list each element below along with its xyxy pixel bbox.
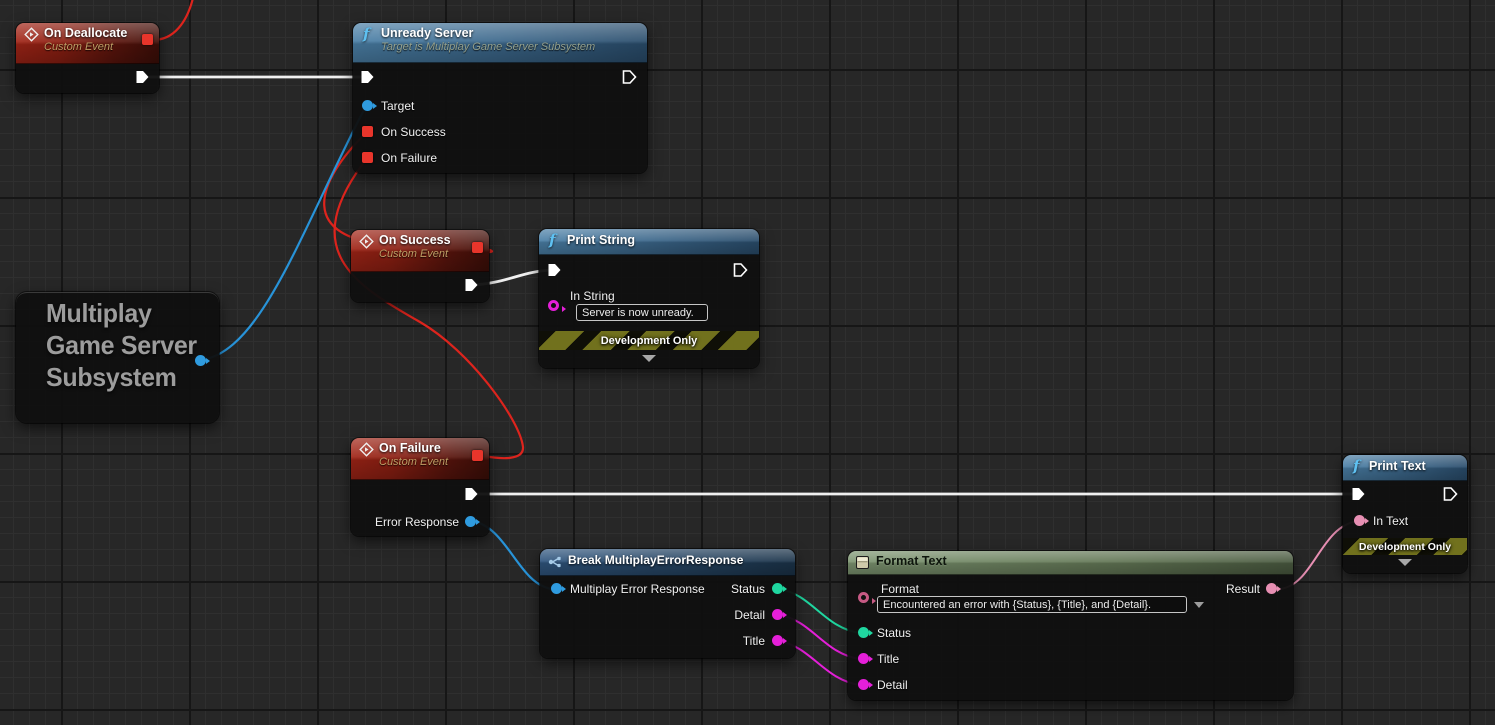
on-success-pin-label: On Success [381,125,446,139]
title-out-pin[interactable] [772,635,787,646]
in-string-pin[interactable] [548,300,566,312]
node-title: On Deallocate [44,26,128,40]
detail-out-label: Detail [734,608,765,622]
on-failure-delegate-pin[interactable] [362,152,373,163]
node-header: f Print String [539,229,759,255]
in-string-pin-label: In String [570,289,615,303]
node-break-multiplay-error-response[interactable]: Break MultiplayErrorResponse Multiplay E… [540,549,795,658]
delegate-pin[interactable] [472,450,483,461]
development-only-banner: Development Only [1343,538,1467,555]
node-title: Print Text [1369,459,1426,473]
on-failure-pin-label: On Failure [381,151,438,165]
node-title: Print String [567,233,636,247]
exec-out-pin[interactable] [464,278,479,292]
title-out-label: Title [742,634,765,648]
format-text-icon [856,556,869,574]
node-print-string[interactable]: f Print String In String Development Onl… [539,229,759,368]
node-on-deallocate[interactable]: On Deallocate Custom Event [16,23,159,93]
status-out-label: Status [730,582,765,596]
development-only-label: Development Only [600,334,698,347]
title-in-label: Title [877,652,900,666]
format-dropdown-caret-icon[interactable] [1194,602,1204,608]
development-only-banner: Development Only [539,331,759,350]
node-header: On Deallocate Custom Event [16,23,159,64]
node-subtitle: Custom Event [379,248,449,260]
node-title: On Success [379,233,451,247]
delegate-pin[interactable] [142,34,153,45]
exec-in-pin[interactable] [1351,487,1366,501]
exec-in-pin[interactable] [547,263,562,277]
exec-out-pin[interactable] [135,70,150,84]
custom-event-icon [359,442,374,462]
node-multiplay-game-server-subsystem[interactable]: Multiplay Game Server Subsystem [16,292,219,423]
node-subtitle: Custom Event [379,456,449,468]
node-title: On Failure [379,441,441,455]
target-pin-label: Target [381,99,415,113]
error-response-pin[interactable] [465,516,480,527]
node-header: Format Text [848,551,1293,575]
function-icon: f [363,25,370,43]
expand-node-arrow-icon[interactable] [642,355,656,362]
exec-out-pin[interactable] [464,487,479,501]
target-pin[interactable] [362,100,377,111]
node-title: Format Text [876,554,947,568]
node-title: Break MultiplayErrorResponse [568,553,744,567]
in-string-value-field[interactable] [576,304,708,321]
expand-node-arrow-icon[interactable] [1398,559,1412,566]
node-on-failure[interactable]: On Failure Custom Event Error Response [351,438,489,536]
node-header: f Unready Server Target is Multiplay Gam… [353,23,647,63]
format-value-field[interactable] [877,596,1187,613]
break-struct-icon [548,555,562,574]
delegate-pin[interactable] [472,242,483,253]
multiplay-error-response-pin[interactable] [551,583,566,594]
node-on-success[interactable]: On Success Custom Event [351,230,489,302]
status-in-pin[interactable] [858,627,873,638]
node-header: f Print Text [1343,455,1467,481]
exec-out-pin[interactable] [622,70,637,84]
title-in-pin[interactable] [858,653,873,664]
detail-in-pin[interactable] [858,679,873,690]
node-format-text[interactable]: Format Text Format Status Title Detail R… [848,551,1293,700]
function-icon: f [1353,457,1360,475]
subsystem-output-pin[interactable] [195,355,210,366]
format-pin-label: Format [881,582,920,596]
node-header: On Success Custom Event [351,230,489,272]
detail-out-pin[interactable] [772,609,787,620]
status-in-label: Status [877,626,912,640]
node-subtitle: Custom Event [44,41,114,53]
node-unready-server[interactable]: f Unready Server Target is Multiplay Gam… [353,23,647,173]
wire-object-subsystem-target [200,105,367,362]
custom-event-icon [24,27,39,47]
format-pin[interactable] [858,592,876,604]
error-response-pin-label: Error Response [374,515,459,529]
result-out-pin[interactable] [1266,583,1281,594]
exec-in-pin[interactable] [360,70,375,84]
status-out-pin[interactable] [772,583,787,594]
node-print-text[interactable]: f Print Text In Text Development Only [1343,455,1467,573]
node-subtitle: Target is Multiplay Game Server Subsyste… [381,41,596,53]
function-icon: f [549,231,556,249]
in-text-pin-label: In Text [1373,514,1409,528]
wire-delegate-ondeallocate-offscreen [152,0,194,42]
detail-in-label: Detail [877,678,908,692]
result-out-label: Result [1225,582,1260,596]
wire-delegate-unready-onfailure [333,156,525,460]
in-text-pin[interactable] [1354,515,1369,526]
node-header: On Failure Custom Event [351,438,489,480]
custom-event-icon [359,234,374,254]
exec-out-pin[interactable] [733,263,748,277]
exec-out-pin[interactable] [1443,487,1458,501]
variable-title: Multiplay Game Server Subsystem [46,298,197,392]
node-title: Unready Server [381,26,474,40]
on-success-delegate-pin[interactable] [362,126,373,137]
multiplay-error-response-label: Multiplay Error Response [570,582,705,596]
development-only-label: Development Only [1358,540,1452,553]
node-header: Break MultiplayErrorResponse [540,549,795,576]
